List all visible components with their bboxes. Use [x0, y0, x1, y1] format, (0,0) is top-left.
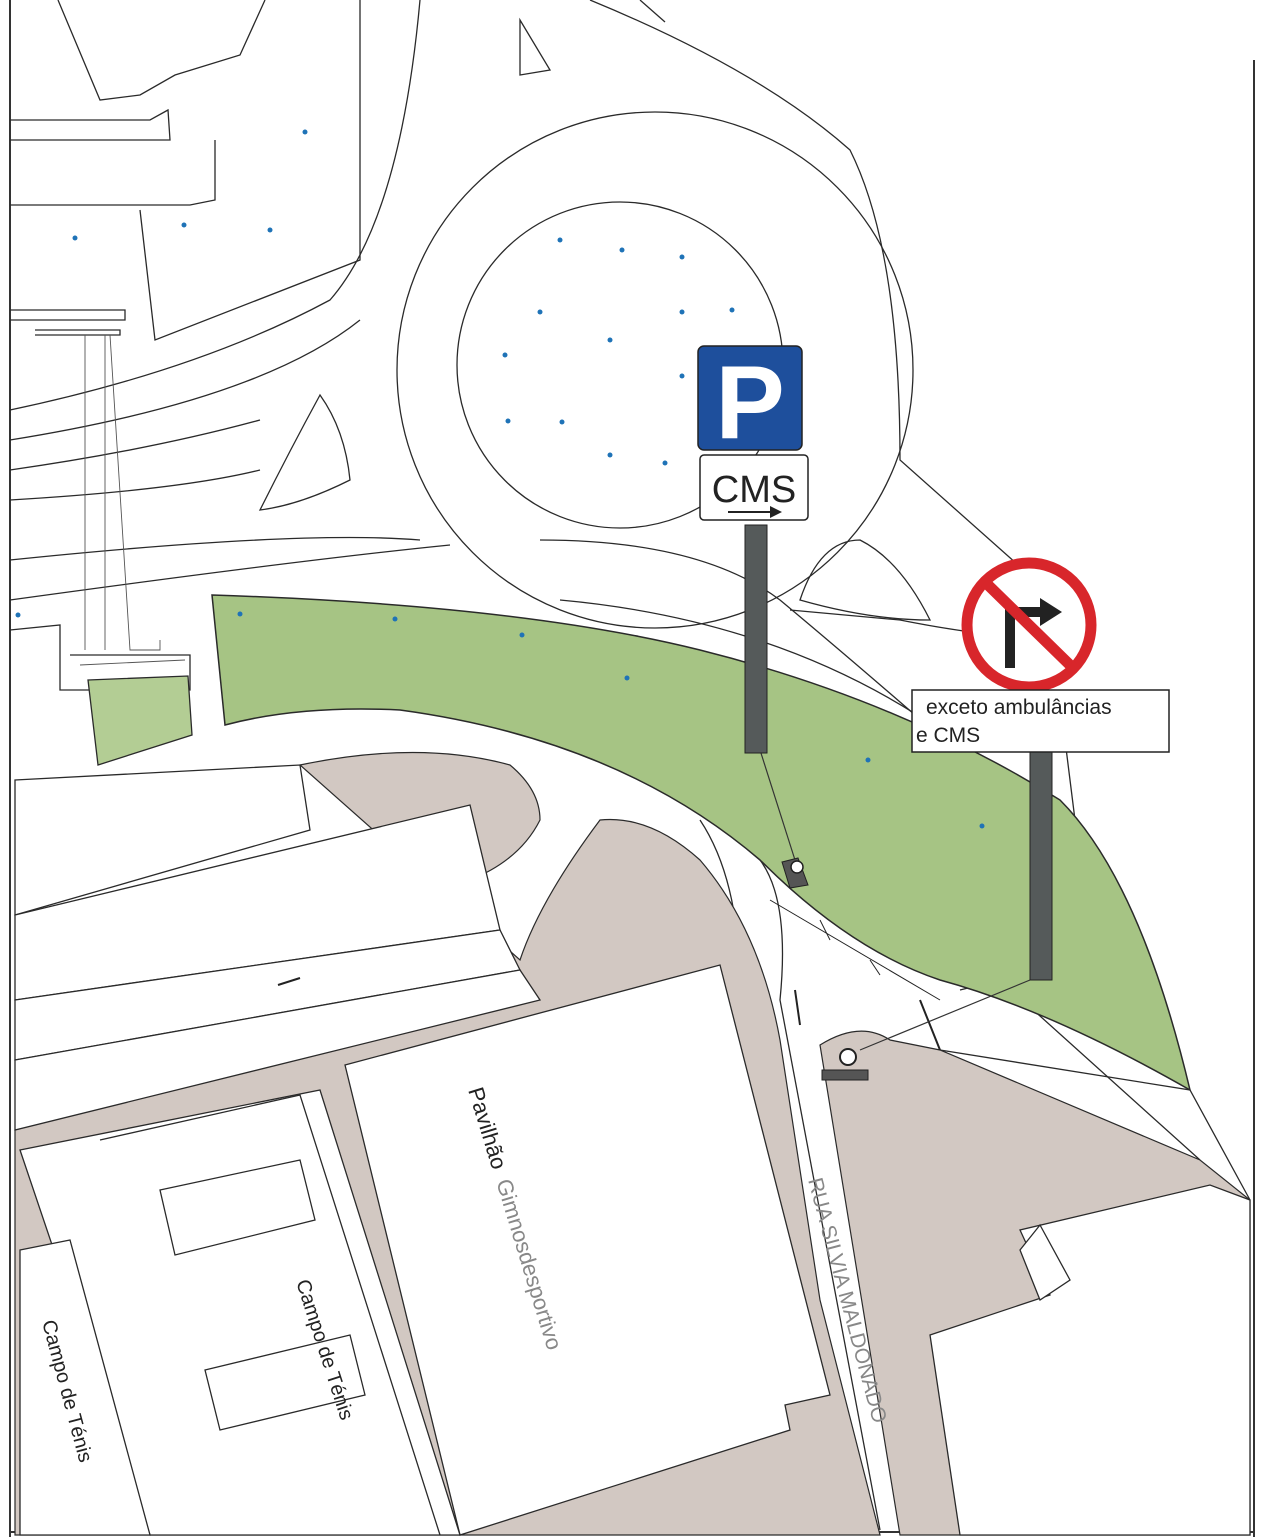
tree-dot — [679, 309, 685, 315]
tree-dot — [729, 307, 735, 313]
tree-dot — [679, 373, 685, 379]
curb-marks — [277, 899, 941, 1051]
parking-sign-post — [744, 524, 768, 754]
tree-dot — [679, 254, 685, 260]
tree-dot — [15, 612, 21, 618]
no-turn-sign-post — [1029, 751, 1053, 981]
tree-dot — [505, 418, 511, 424]
tree-dot — [72, 235, 78, 241]
tree-dot — [865, 757, 871, 763]
tree-dots — [15, 129, 985, 829]
tree-dot — [624, 675, 630, 681]
parking-sign: P CMS — [697, 345, 809, 889]
tree-dot — [662, 460, 668, 466]
arrow-right-icon — [728, 506, 782, 518]
green-verge — [211, 594, 1192, 1092]
tree-dot — [557, 237, 563, 243]
parking-symbol: P — [715, 345, 784, 461]
cms-plate-text: CMS — [712, 469, 796, 511]
no-turn-sign-base — [821, 1069, 869, 1081]
parking-sign-panel — [697, 345, 803, 451]
exception-plate — [911, 689, 1170, 753]
roundabout-outer — [396, 111, 914, 629]
tree-dot — [502, 352, 508, 358]
building-outlines — [10, 0, 361, 341]
exception-line-2: e CMS — [916, 724, 980, 747]
small-green-plot — [87, 675, 193, 766]
no-right-turn-icon — [961, 557, 1097, 693]
tree-dot — [607, 337, 613, 343]
corner-shed — [1019, 1223, 1071, 1301]
tree-dot — [519, 632, 525, 638]
tree-dot — [537, 309, 543, 315]
parking-rows — [14, 764, 542, 1131]
tree-dot — [619, 247, 625, 253]
tree-dot — [181, 222, 187, 228]
cms-plate — [699, 454, 809, 521]
tree-dot — [559, 419, 565, 425]
exception-line-1: exceto ambulâncias — [926, 696, 1112, 719]
bench-top — [159, 1159, 316, 1256]
no-right-turn-sign: exceto ambulâncias e CMS — [821, 557, 1170, 1081]
tree-dot — [267, 227, 273, 233]
tree-dot — [237, 611, 243, 617]
tree-dot — [979, 823, 985, 829]
tree-dot — [302, 129, 308, 135]
bench-mid — [204, 1334, 366, 1431]
tree-dot — [392, 616, 398, 622]
tennis-court-left — [19, 1239, 151, 1536]
tree-dot — [607, 452, 613, 458]
